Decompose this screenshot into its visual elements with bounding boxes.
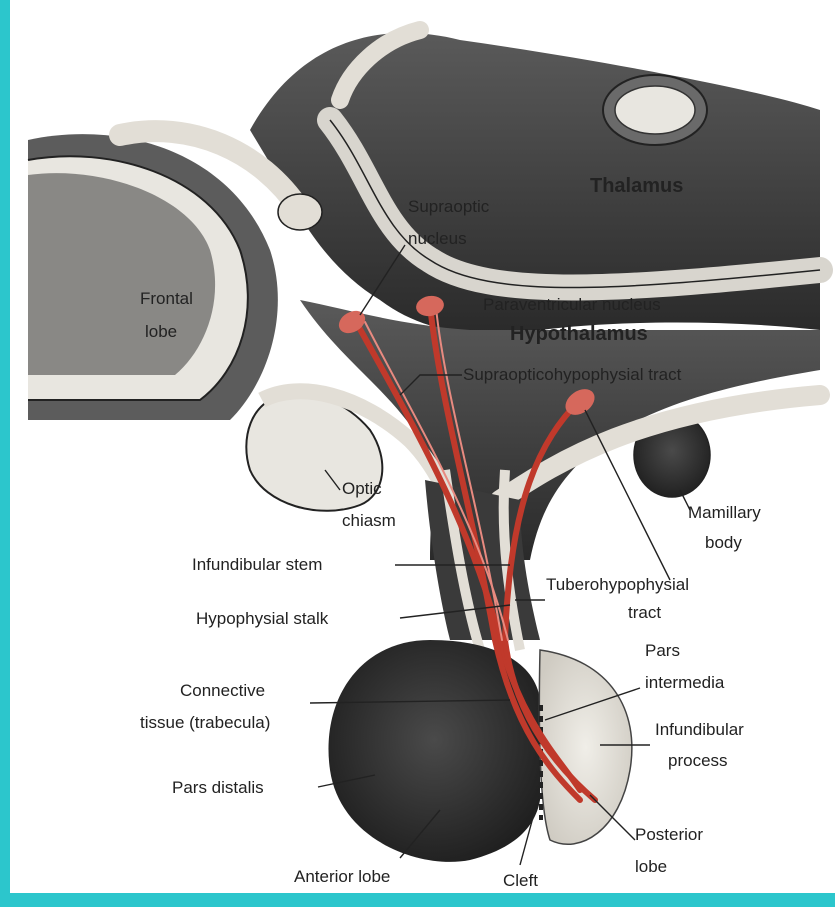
thalamus-oval-inner bbox=[615, 86, 695, 134]
label-optic-2: chiasm bbox=[342, 511, 396, 530]
label-anterior-lobe: Anterior lobe bbox=[294, 867, 390, 886]
label-infundibular-process-1: Infundibular bbox=[655, 720, 744, 739]
label-hypophysial-stalk: Hypophysial stalk bbox=[196, 609, 329, 628]
label-thalamus: Thalamus bbox=[590, 175, 683, 197]
label-optic-1: Optic bbox=[342, 479, 382, 498]
label-supraopticohypophysial: Supraopticohypophysial tract bbox=[463, 365, 682, 384]
label-hypothalamus: Hypothalamus bbox=[510, 323, 648, 345]
label-supraoptic-1: Supraoptic bbox=[408, 197, 490, 216]
label-supraoptic-2: nucleus bbox=[408, 229, 467, 248]
label-infundibular-process-2: process bbox=[668, 751, 728, 770]
label-cleft: Cleft bbox=[503, 871, 538, 890]
bottom-border bbox=[10, 893, 835, 907]
label-paraventricular: Paraventricular nucleus bbox=[483, 295, 661, 314]
label-posterior-1: Posterior bbox=[635, 825, 703, 844]
label-posterior-2: lobe bbox=[635, 857, 667, 876]
label-pars-distalis: Pars distalis bbox=[172, 778, 264, 797]
label-connective-1: Connective bbox=[180, 681, 265, 700]
label-mamillary-2: body bbox=[705, 533, 742, 552]
label-frontal-1: Frontal bbox=[140, 289, 193, 308]
label-pars-1: Pars bbox=[645, 641, 680, 660]
label-mamillary-1: Mamillary bbox=[688, 503, 761, 522]
label-connective-2: tissue (trabecula) bbox=[140, 713, 270, 732]
label-pars-2: intermedia bbox=[645, 673, 725, 692]
label-tuberohypophysial-2: tract bbox=[628, 603, 661, 622]
label-frontal-2: lobe bbox=[145, 322, 177, 341]
posterior-lobe bbox=[539, 650, 632, 844]
label-infundibular-stem: Infundibular stem bbox=[192, 555, 322, 574]
frontal-nub bbox=[278, 194, 322, 230]
label-tuberohypophysial-1: Tuberohypophysial bbox=[546, 575, 689, 594]
